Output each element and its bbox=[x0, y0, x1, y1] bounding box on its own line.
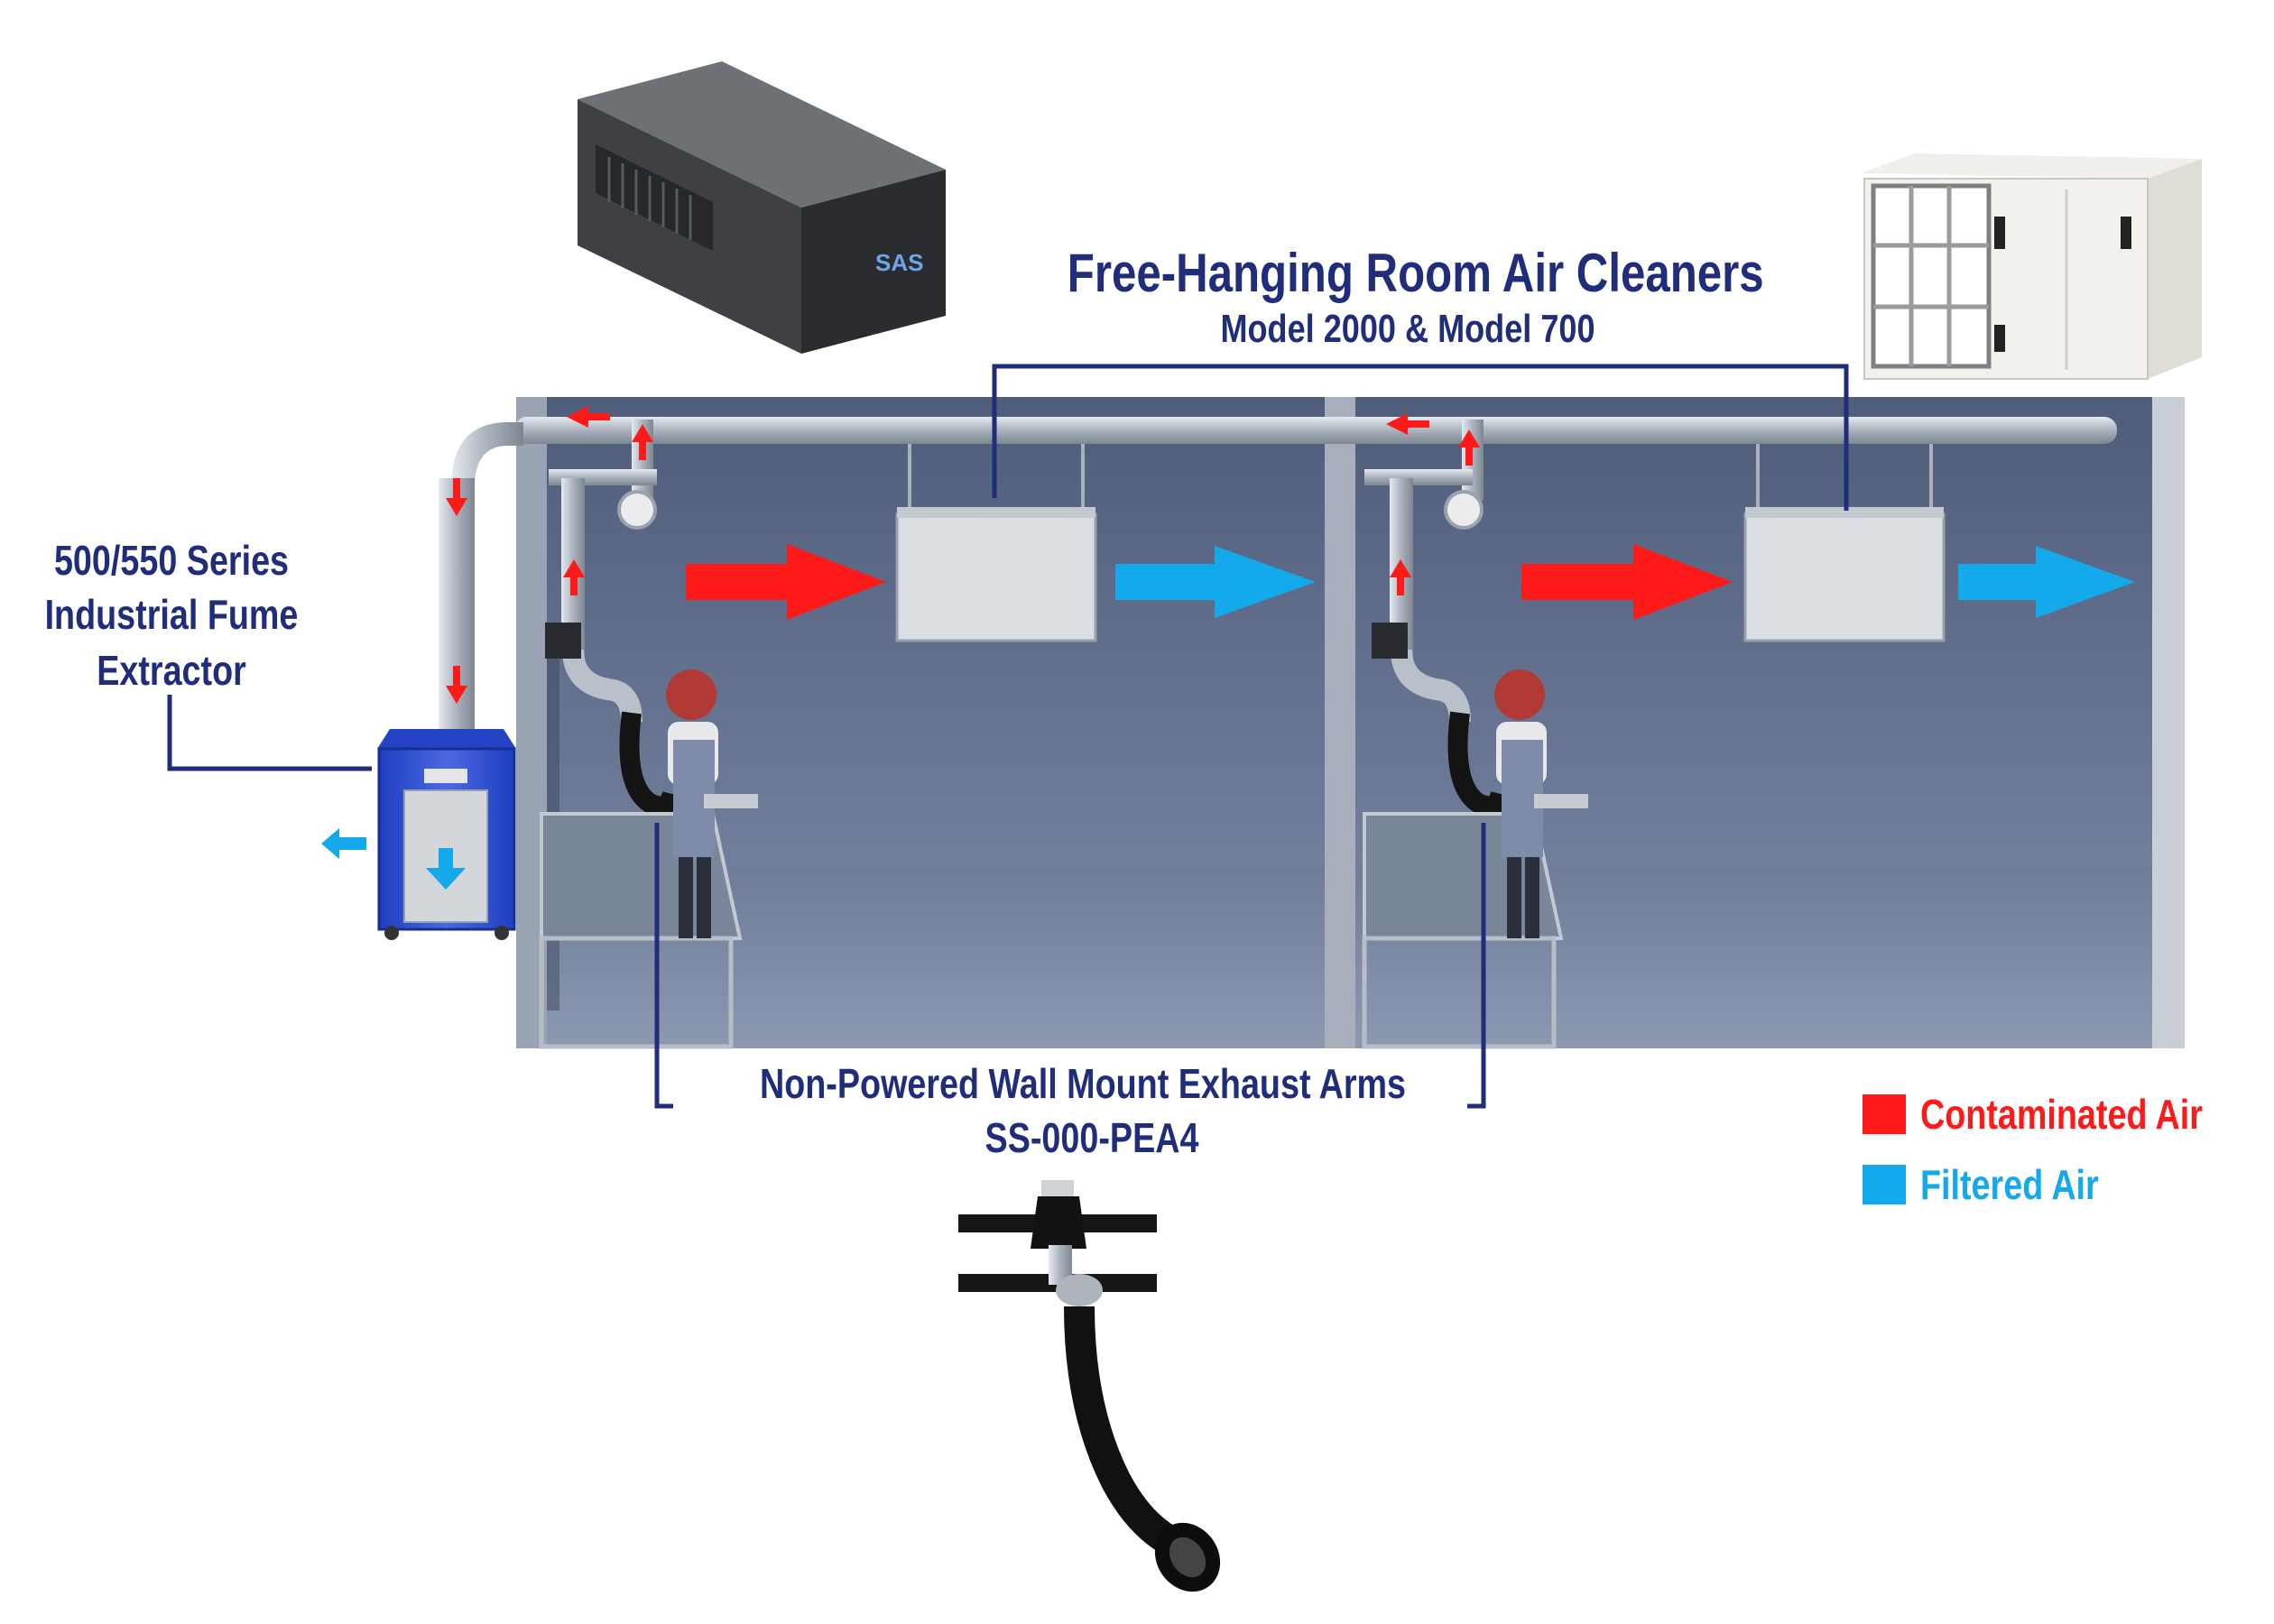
callout-room-cleaners bbox=[992, 364, 1849, 511]
model-700-air-cleaner-image bbox=[1861, 153, 2202, 380]
arrow-up-icon bbox=[1390, 559, 1411, 595]
extractor-label-line3: Extractor bbox=[97, 647, 246, 694]
exhaust-arms-title: Non-Powered Wall Mount Exhaust Arms bbox=[759, 1060, 1407, 1107]
duct-feed-2 bbox=[1364, 469, 1473, 485]
brand-logo-sas: SAS bbox=[875, 249, 923, 276]
worker-2 bbox=[1494, 669, 1547, 938]
arrow-right-icon bbox=[1115, 546, 1316, 618]
arrow-down-icon bbox=[446, 478, 467, 516]
legend-label-filtered: Filtered Air bbox=[1920, 1161, 2099, 1208]
model-2000-air-cleaner-image: SAS bbox=[578, 61, 946, 354]
duct-damper-2 bbox=[1444, 490, 1484, 530]
overhead-duct bbox=[439, 417, 2117, 749]
arrow-right-icon bbox=[1958, 546, 2135, 618]
arrow-right-icon bbox=[686, 544, 886, 620]
arrow-down-icon bbox=[426, 848, 466, 890]
duct-down-to-extractor bbox=[439, 478, 475, 749]
duct-elbow bbox=[451, 422, 523, 487]
legend-item-filtered: Filtered Air bbox=[1863, 1160, 2138, 1209]
callout-extractor bbox=[167, 695, 372, 771]
exhaust-arm-product-image bbox=[958, 1180, 1221, 1592]
legend-item-contaminated: Contaminated Air bbox=[1863, 1090, 2265, 1139]
room bbox=[516, 397, 2185, 1048]
legend-swatch-contaminated bbox=[1863, 1094, 1906, 1134]
arrow-up-icon bbox=[1458, 429, 1480, 466]
fume-extractor-unit bbox=[321, 729, 516, 940]
arrow-right-icon bbox=[1521, 544, 1733, 620]
worker-1 bbox=[666, 669, 718, 938]
room-divider-wall bbox=[1325, 397, 1355, 1048]
callout-lines bbox=[167, 364, 1849, 1109]
duct-damper-1 bbox=[617, 490, 657, 530]
workstation-2 bbox=[1362, 669, 1588, 1049]
duct-horizontal bbox=[514, 417, 2117, 444]
room-cleaners-title: Free-Hanging Room Air Cleaners bbox=[1067, 243, 1764, 303]
room-air-cleaner-1 bbox=[895, 444, 1097, 642]
legend-swatch-filtered bbox=[1863, 1165, 1906, 1204]
arrow-down-icon bbox=[446, 666, 467, 704]
extractor-label-line1: 500/550 Series bbox=[53, 537, 290, 584]
callout-arms-right bbox=[1467, 823, 1486, 1109]
arrow-up-icon bbox=[632, 424, 653, 460]
arrow-up-icon bbox=[563, 559, 585, 595]
legend-label-contaminated: Contaminated Air bbox=[1920, 1091, 2203, 1138]
room-right-wall bbox=[2152, 397, 2185, 1048]
room-air-cleaner-2 bbox=[1743, 444, 1946, 642]
arrow-left-icon bbox=[1386, 413, 1429, 435]
arrow-left-icon bbox=[567, 406, 610, 428]
workstation-1 bbox=[539, 669, 758, 1049]
room-cleaners-subtitle: Model 2000 & Model 700 bbox=[1220, 307, 1595, 351]
exhaust-arms-model: SS-000-PEA4 bbox=[984, 1114, 1199, 1161]
exhaust-arm-room-2 bbox=[1372, 478, 1511, 817]
extractor-label-line2: Industrial Fume bbox=[44, 591, 299, 638]
callout-arms-left bbox=[654, 823, 673, 1109]
duct-flow-arrows bbox=[446, 406, 1480, 704]
arrow-left-icon bbox=[321, 828, 366, 859]
